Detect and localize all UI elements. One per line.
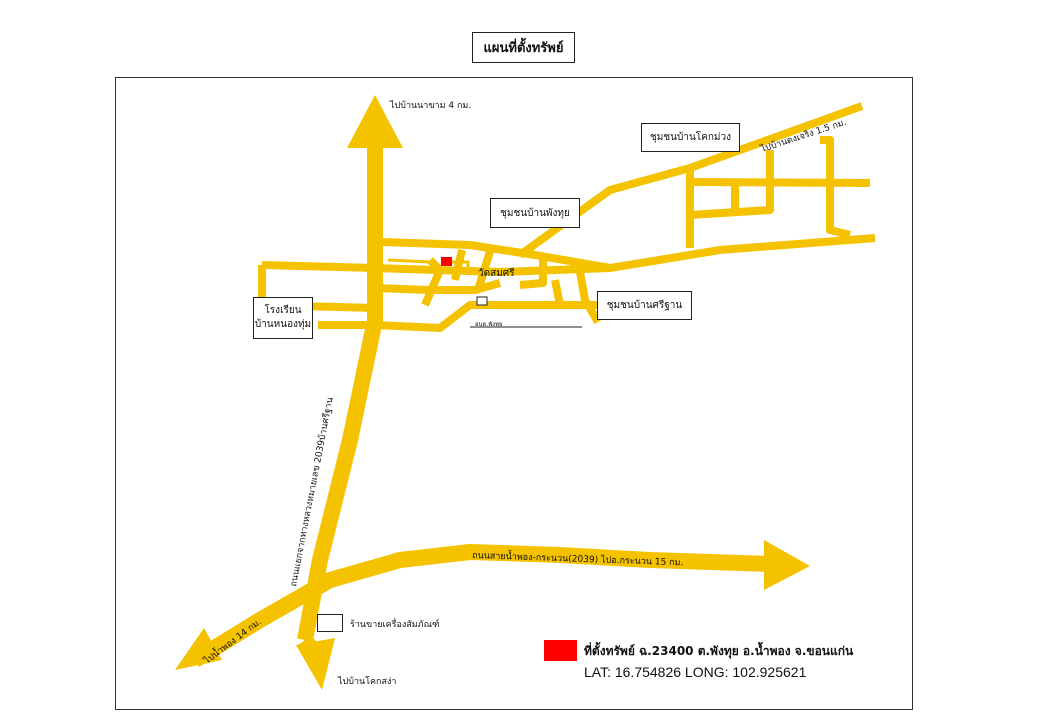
legend-property-swatch: [544, 640, 577, 661]
map-title: แผนที่ตั้งทรัพย์: [472, 32, 575, 63]
village-road: [519, 258, 547, 289]
village-road: [374, 279, 502, 294]
property-marker: [441, 257, 452, 266]
village-road: [318, 301, 600, 332]
label-agri-shop: ร้านขายเครื่องสัมภัณฑ์: [350, 617, 439, 630]
label-road-2039-sri-than: ถนนแยกจากทางหลวงหมายเลข 2039บ้านศรีฐาน: [288, 396, 336, 587]
road-network: [175, 95, 876, 690]
label-school-line1: โรงเรียน: [264, 305, 302, 316]
legend-coordinates: LAT: 16.754826 LONG: 102.925621: [584, 664, 807, 680]
label-community-phang-thui: ชุมชนบ้านพังทุย: [490, 198, 580, 228]
sao-building-icon: [476, 296, 488, 306]
village-road: [382, 238, 611, 272]
arrow-southwest-icon: [175, 628, 222, 670]
label-community-sri-than-text: ชุมชนบ้านศรีฐาน: [606, 300, 683, 311]
village-road: [820, 136, 851, 239]
village-road: [551, 279, 564, 306]
village-road: [689, 150, 774, 219]
village-road: [451, 249, 466, 281]
label-community-khok-muang-text: ชุมชนบ้านโคกม่วง: [649, 132, 731, 143]
arrow-north-icon: [347, 95, 403, 148]
label-to-na-kham: ไปบ้านนาขาม 4 กม.: [389, 100, 471, 111]
village-road: [387, 258, 431, 264]
arrow-east-icon: [764, 540, 810, 590]
legend-property-text: ที่ตั้งทรัพย์ ฉ.23400 ต.พังทุย อ.น้ำพอง …: [584, 644, 854, 658]
label-to-khok-sa-at: ไปบ้านโคกสง่า: [337, 676, 396, 687]
label-community-sri-than: ชุมชนบ้านศรีฐาน: [597, 291, 692, 320]
label-wat-somsri: วัดสมศรี: [478, 267, 515, 279]
highway-2039: [190, 544, 771, 667]
label-community-khok-muang: ชุมชนบ้านโคกม่วง: [641, 123, 740, 152]
label-sao: อบต.พังทุย: [475, 321, 503, 328]
label-school: โรงเรียน บ้านหนองทุ่ม: [253, 297, 313, 339]
label-school-line2: บ้านหนองทุ่ม: [254, 319, 312, 330]
village-road: [689, 178, 871, 187]
village-road: [261, 234, 876, 276]
village-road: [474, 243, 496, 292]
agri-shop-icon-box: [317, 614, 343, 632]
label-community-phang-thui-text: ชุมชนบ้านพังทุย: [500, 207, 570, 219]
village-road: [452, 260, 470, 270]
arrow-south-icon: [296, 638, 335, 690]
village-road: [576, 271, 602, 325]
village-road: [421, 257, 444, 307]
